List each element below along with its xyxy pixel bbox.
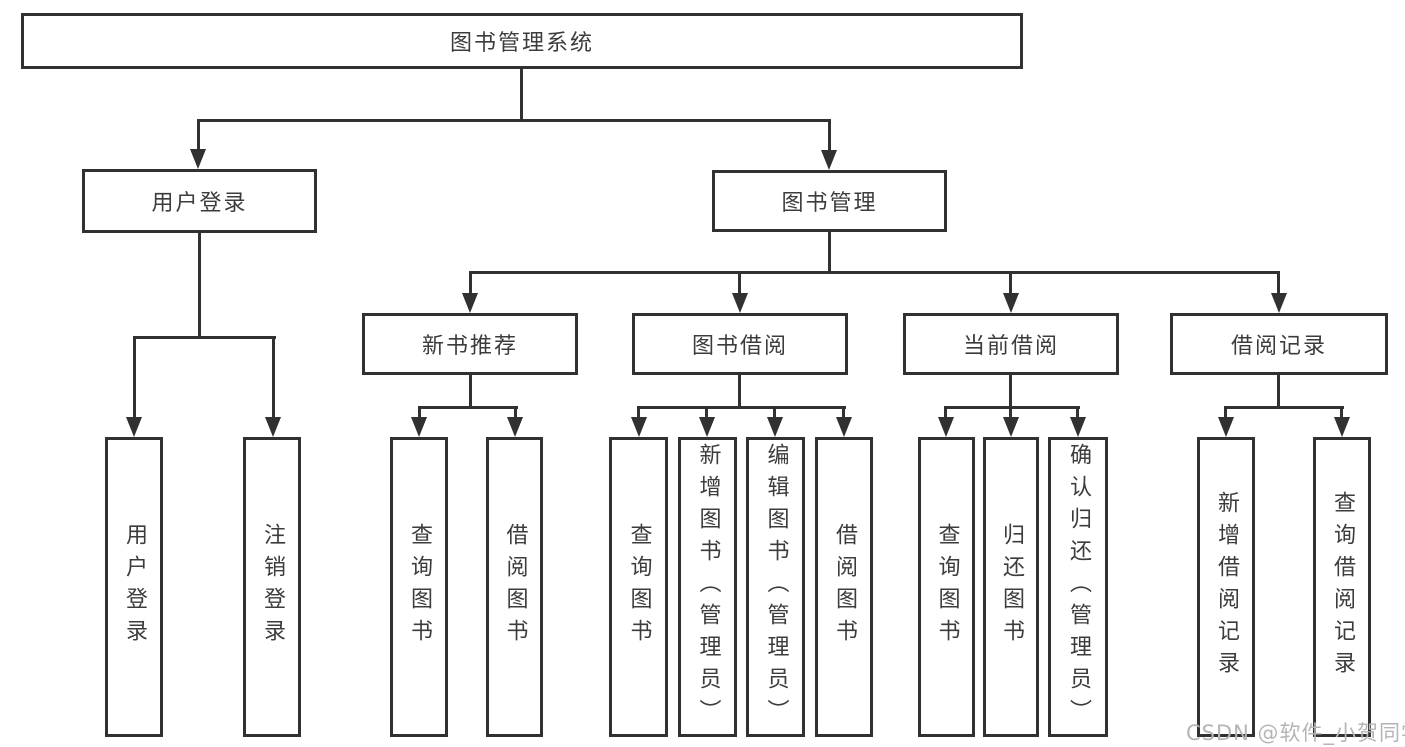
connector-line bbox=[1340, 406, 1343, 420]
arrowhead bbox=[1334, 417, 1350, 437]
arrowhead bbox=[1003, 417, 1019, 437]
node-new-book-recommendation: 新书推荐 bbox=[362, 313, 578, 375]
connector-line bbox=[418, 406, 518, 409]
leaf-add-borrow-record: 新增借阅记录 bbox=[1197, 437, 1255, 737]
connector-line bbox=[198, 232, 201, 339]
arrowhead bbox=[462, 293, 478, 313]
leaf-label: 新增借阅记录 bbox=[1214, 491, 1239, 683]
leaf-label: 归还图书 bbox=[999, 523, 1024, 651]
connector-line bbox=[773, 406, 776, 420]
leaf-query-books-recommend: 查询图书 bbox=[390, 437, 448, 737]
connector-line bbox=[828, 231, 831, 274]
connector-line bbox=[418, 406, 421, 420]
leaf-label: 新增图书（管理员） bbox=[695, 443, 721, 731]
connector-line bbox=[272, 336, 275, 419]
leaf-logout: 注销登录 bbox=[243, 437, 301, 737]
leaf-user-login: 用户登录 bbox=[105, 437, 163, 737]
leaf-label: 查询图书 bbox=[407, 523, 432, 651]
arrowhead bbox=[631, 417, 647, 437]
node-current-borrowing: 当前借阅 bbox=[903, 313, 1119, 375]
leaf-edit-books-admin: 编辑图书（管理员） bbox=[746, 437, 805, 737]
leaf-query-books-current: 查询图书 bbox=[918, 437, 975, 737]
connector-line bbox=[842, 406, 845, 420]
arrowhead bbox=[699, 417, 715, 437]
node-user-login: 用户登录 bbox=[82, 169, 317, 233]
connector-line bbox=[1009, 406, 1012, 420]
connector-line bbox=[705, 406, 708, 420]
leaf-confirm-return-admin: 确认归还（管理员） bbox=[1048, 437, 1108, 737]
leaf-borrow-books-borrowing: 借阅图书 bbox=[815, 437, 873, 737]
arrowhead bbox=[732, 293, 748, 313]
arrowhead bbox=[1218, 417, 1234, 437]
connector-line bbox=[1277, 374, 1280, 409]
connector-line bbox=[637, 406, 640, 420]
arrowhead bbox=[1003, 293, 1019, 313]
leaf-return-books: 归还图书 bbox=[983, 437, 1039, 737]
leaf-label: 查询图书 bbox=[934, 523, 960, 651]
connector-line bbox=[1277, 271, 1280, 296]
leaf-label: 查询借阅记录 bbox=[1330, 491, 1355, 683]
connector-line bbox=[133, 336, 136, 419]
connector-line bbox=[520, 68, 523, 122]
connector-line bbox=[197, 119, 200, 151]
connector-line bbox=[828, 119, 831, 152]
leaf-label: 编辑图书（管理员） bbox=[763, 443, 789, 731]
connector-line bbox=[469, 271, 1280, 274]
connector-line bbox=[469, 374, 472, 409]
leaf-add-books-admin: 新增图书（管理员） bbox=[678, 437, 737, 737]
connector-line bbox=[638, 406, 846, 409]
leaf-label: 用户登录 bbox=[122, 523, 147, 651]
leaf-label: 注销登录 bbox=[260, 523, 285, 651]
connector-line bbox=[1225, 406, 1344, 409]
connector-line bbox=[945, 406, 1080, 409]
connector-line bbox=[1009, 271, 1012, 296]
leaf-query-borrow-record: 查询借阅记录 bbox=[1313, 437, 1371, 737]
connector-line bbox=[514, 406, 517, 420]
connector-line bbox=[738, 271, 741, 296]
arrowhead bbox=[1070, 417, 1086, 437]
connector-line bbox=[197, 119, 831, 122]
leaf-label: 确认归还（管理员） bbox=[1066, 443, 1091, 731]
arrowhead bbox=[190, 149, 206, 169]
connector-line bbox=[1009, 374, 1012, 409]
arrowhead bbox=[265, 417, 281, 437]
connector-line bbox=[944, 406, 947, 420]
connector-line bbox=[738, 374, 741, 409]
leaf-borrow-books-recommend: 借阅图书 bbox=[486, 437, 543, 737]
connector-line bbox=[1076, 406, 1079, 420]
node-book-management: 图书管理 bbox=[712, 170, 947, 232]
connector-line bbox=[469, 271, 472, 296]
node-borrowing-records: 借阅记录 bbox=[1170, 313, 1388, 375]
arrowhead bbox=[507, 417, 523, 437]
arrowhead bbox=[767, 417, 783, 437]
leaf-query-books-borrowing: 查询图书 bbox=[609, 437, 668, 737]
node-root-library-management-system: 图书管理系统 bbox=[21, 13, 1023, 69]
arrowhead bbox=[1271, 293, 1287, 313]
csdn-watermark: CSDN @软件_小贺同学 bbox=[1186, 721, 1405, 745]
arrowhead bbox=[938, 417, 954, 437]
leaf-label: 查询图书 bbox=[626, 523, 652, 651]
connector-line bbox=[1224, 406, 1227, 420]
arrowhead bbox=[126, 417, 142, 437]
leaf-label: 借阅图书 bbox=[502, 523, 528, 651]
connector-line bbox=[133, 336, 276, 339]
arrowhead bbox=[411, 417, 427, 437]
arrowhead bbox=[836, 417, 852, 437]
node-book-borrowing: 图书借阅 bbox=[632, 313, 848, 375]
arrowhead bbox=[821, 150, 837, 170]
leaf-label: 借阅图书 bbox=[832, 523, 857, 651]
